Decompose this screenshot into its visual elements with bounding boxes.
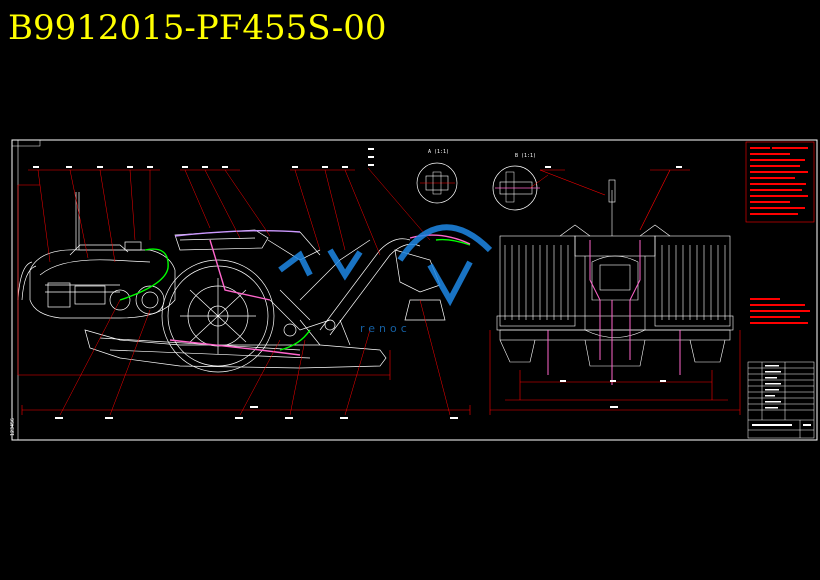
watermark-logo <box>278 224 493 307</box>
notes-block <box>745 141 815 223</box>
balloon-numbers <box>33 148 458 419</box>
title-block <box>747 361 815 439</box>
front-cables <box>547 240 681 385</box>
side-view <box>17 192 446 373</box>
side-stamp: 123456 <box>10 418 16 436</box>
watermark-text: renoc <box>360 322 411 335</box>
drawing-frame <box>11 139 818 441</box>
drawing-title: B9912015-PF455S-00 <box>8 8 387 48</box>
front-dimensions <box>489 169 741 415</box>
cables <box>119 229 471 356</box>
detail-b: B (1:1) <box>492 153 549 211</box>
front-view <box>496 179 734 367</box>
tech-notes <box>750 298 810 324</box>
frame-corner-label <box>11 139 41 147</box>
detail-a: A (1:1) <box>416 149 458 204</box>
front-balloons <box>545 166 682 408</box>
title-block-text <box>752 365 811 426</box>
leader-lines <box>28 167 451 416</box>
detail-b-label: B (1:1) <box>515 153 536 159</box>
dimension-lines <box>17 184 471 415</box>
detail-a-label: A (1:1) <box>428 149 449 155</box>
